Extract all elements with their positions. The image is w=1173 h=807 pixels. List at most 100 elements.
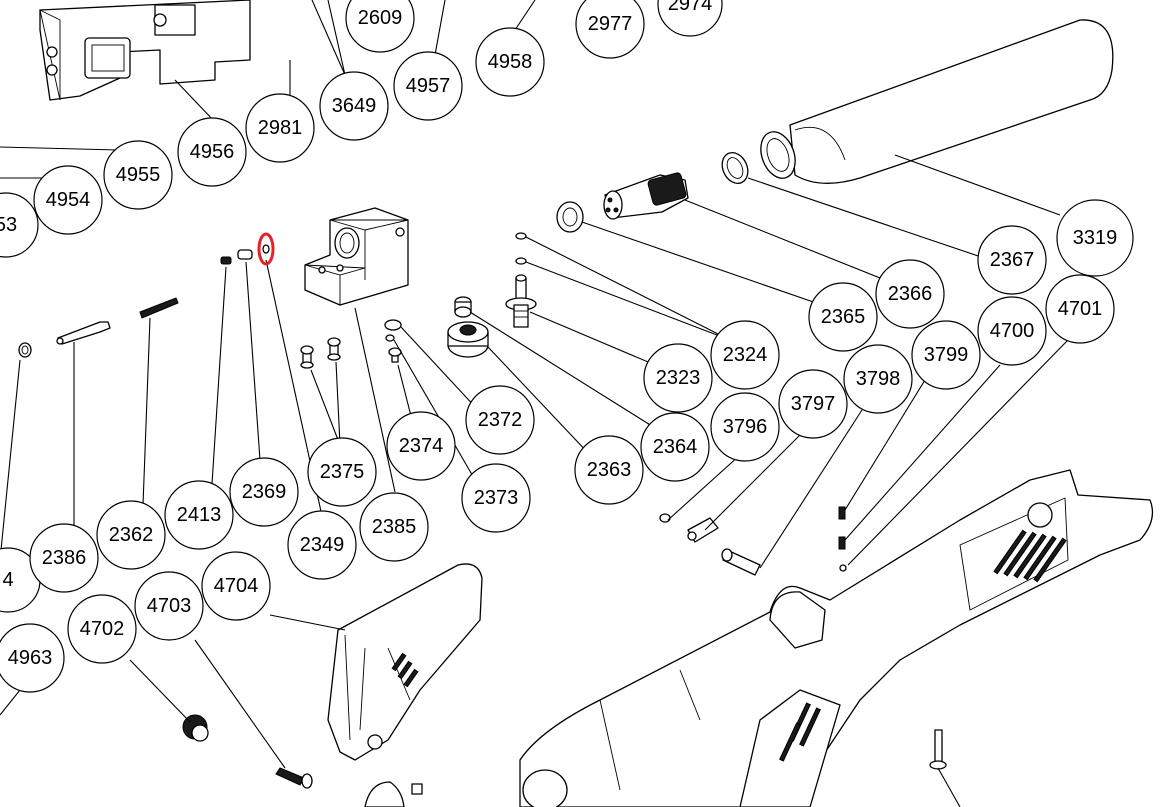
leader-lines [0, 0, 1069, 769]
trigger-parts [659, 513, 761, 576]
part-callout-2367: 2367 [977, 225, 1047, 295]
highlight-ring [257, 232, 275, 266]
part-number-label: 2977 [588, 13, 633, 35]
part-number-label: 2369 [242, 481, 287, 503]
part-callout-2609: 2609 [345, 0, 415, 53]
callout-circle [977, 296, 1047, 366]
knob-2363-part [447, 321, 489, 358]
callout-circle [229, 457, 299, 527]
valve-stem-part [505, 274, 537, 328]
part-callout-4954: 4954 [33, 165, 103, 235]
part-callout-4703: 4703 [134, 571, 204, 641]
part-callout-2375: 2375 [307, 437, 377, 507]
callout-circle [386, 411, 456, 481]
part-number-label: 2386 [42, 547, 87, 569]
part-callout-53: 53 [0, 192, 39, 258]
callout-circle [977, 225, 1047, 295]
callout-circle [575, 0, 645, 59]
part-number-label: 2365 [821, 306, 866, 328]
firing-pin-part [56, 321, 111, 345]
part-number-label: 2981 [258, 117, 303, 139]
part-number-label: 2375 [320, 461, 365, 483]
callout-circle [643, 343, 713, 413]
callout-circle [359, 492, 429, 562]
callout-circle [875, 259, 945, 329]
part-callout-3796: 3796 [710, 392, 780, 462]
receiver-housing-part [39, 0, 251, 101]
callout-circle [911, 320, 981, 390]
callout-circle [710, 320, 780, 390]
pin-2369-part [237, 249, 253, 260]
knob-2364-part [454, 296, 472, 318]
part-callout-2366: 2366 [875, 259, 945, 329]
part-number-label: 2323 [656, 367, 701, 389]
screw-bottom-right-part [929, 729, 961, 807]
part-callout-3797: 3797 [778, 369, 848, 439]
callout-circle [67, 594, 137, 664]
part-number-label: 2349 [300, 534, 345, 556]
part-callout-3319: 3319 [1056, 199, 1134, 277]
part-callout-2363: 2363 [574, 435, 644, 505]
o-ring-2324-part [515, 232, 527, 265]
callout-circle [29, 523, 99, 593]
part-number-label: 4957 [406, 75, 451, 97]
part-number-label: 4958 [488, 51, 533, 73]
part-number-label: 2367 [990, 249, 1035, 271]
part-number-label: 3649 [332, 95, 377, 117]
part-callout-2365: 2365 [808, 282, 878, 352]
part-number-label: 4963 [8, 647, 53, 669]
part-callout-2362: 2362 [96, 500, 166, 570]
callout-circle [808, 282, 878, 352]
o-ring-2372-part [384, 319, 402, 331]
part-number-label: 2385 [372, 516, 417, 538]
o-ring-2367-part [721, 151, 749, 185]
part-number-label: 53 [0, 214, 17, 236]
part-number-label: 4954 [46, 189, 91, 211]
callout-circle [640, 412, 710, 482]
part-callout-2386: 2386 [29, 523, 99, 593]
callout-circle [307, 437, 377, 507]
part-callout-4704: 4704 [201, 551, 271, 621]
callout-circle [574, 435, 644, 505]
part-number-label: 3796 [723, 416, 768, 438]
valve-adapter-part [603, 172, 689, 220]
callout-circle [245, 93, 315, 163]
co2-cylinder-part [760, 19, 1114, 184]
part-number-label: 2413 [177, 504, 222, 526]
part-callout-2373: 2373 [461, 463, 531, 533]
callout-circle [1045, 274, 1115, 344]
part-number-label: 3797 [791, 393, 836, 415]
part-callout-3798: 3798 [843, 344, 913, 414]
part-number-label: 3799 [924, 344, 969, 366]
part-callout-2413: 2413 [164, 480, 234, 550]
bolt-4703-part [275, 767, 313, 789]
part-callout-2385: 2385 [359, 492, 429, 562]
part-callout-2364: 2364 [640, 412, 710, 482]
part-callout-4955: 4955 [103, 140, 173, 210]
part-number-label: 2374 [399, 435, 444, 457]
callout-circle [201, 551, 271, 621]
part-callout-4963: 4963 [0, 623, 65, 693]
part-number-label: 4703 [147, 595, 192, 617]
washer-2365-part [556, 201, 584, 233]
part-number-label: 2363 [587, 459, 632, 481]
callout-circle [134, 571, 204, 641]
part-callout-4700: 4700 [977, 296, 1047, 366]
buttstock-part [327, 563, 483, 761]
part-callout-2372: 2372 [465, 385, 535, 455]
part-number-label: 4 [2, 569, 13, 591]
callout-circle [164, 480, 234, 550]
part-callout-2981: 2981 [245, 93, 315, 163]
nut-part [18, 342, 32, 358]
part-callout-2977: 2977 [575, 0, 645, 59]
pin-2413-part [220, 256, 232, 265]
part-number-label: 4700 [990, 320, 1035, 342]
callout-circle [710, 392, 780, 462]
part-number-label: 2609 [358, 7, 403, 29]
callout-circle [1056, 199, 1134, 277]
mount-block-part [304, 207, 409, 306]
callout-circle [103, 140, 173, 210]
callout-circle [319, 71, 389, 141]
